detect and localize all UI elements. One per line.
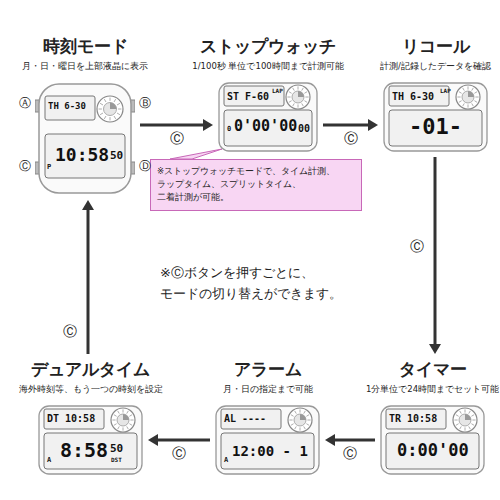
watch-face: LAPST F-60 00'00'0000 (218, 82, 318, 152)
lcd-reading: DT 10:58 (47, 414, 95, 424)
button-label: Ⓒ (19, 160, 31, 172)
lcd-reading: P (47, 164, 51, 171)
lcd-reading: 0 (227, 126, 231, 133)
watch-illustration (35, 82, 135, 195)
mode-title: アラーム (234, 359, 302, 379)
lcd-reading: AL ---- (224, 414, 266, 424)
lcd-reading: TH 6-30 (48, 102, 86, 111)
lcd-reading: TR 10:58 (389, 414, 437, 424)
button-label: Ⓒ (171, 445, 187, 461)
mode-subtitle: 1/100秒 単位で100時間まで計測可能 (192, 61, 343, 71)
lcd-reading: 50 (110, 443, 123, 454)
lcd-reading: ST F-60 (227, 92, 269, 102)
mode-block: 時刻モード月・日・曜日を上部液晶に表示TH 6-30P10:5850 (35, 36, 135, 195)
button-label: Ⓑ (139, 97, 151, 109)
mode-subtitle: 1分単位で24時間までセット可能 (366, 384, 499, 394)
mode-arrow (82, 200, 94, 354)
lcd-reading: 12:00 - 1 (232, 444, 308, 458)
button-label: Ⓒ (409, 238, 425, 254)
lcd-reading: LAP (272, 88, 283, 94)
button-label: Ⓒ (342, 445, 358, 461)
note-callout: ※ストップウォッチモードで、タイム計測、 ラップタイム、スプリットタイム、二着計… (150, 159, 362, 211)
lcd-reading: 0:00'00 (397, 442, 469, 459)
watch-face: TR 10:58 0:00'00 (380, 405, 485, 475)
lcd-reading: 10:58 (55, 146, 109, 164)
mode-title: タイマー (399, 359, 467, 379)
mode-subtitle: 計測/記録したデータを確認 (380, 61, 491, 71)
button-label: Ⓒ (343, 130, 359, 146)
callout-tail (170, 149, 222, 159)
mode-subtitle: 月・日の指定まで可能 (223, 384, 313, 394)
note-text: ※ストップウォッチモードで、タイム計測、 ラップタイム、スプリットタイム、二着計… (157, 165, 355, 205)
lcd-reading: TH 6-30 (392, 92, 434, 102)
lcd-reading: 00 (298, 124, 310, 134)
lcd-reading: 8:58 (60, 440, 108, 460)
mode-subtitle: 月・日・曜日を上部液晶に表示 (22, 61, 148, 71)
button-label: Ⓓ (139, 160, 151, 172)
lcd-reading: LAP (440, 88, 451, 94)
lcd-reading: DST (111, 457, 122, 463)
mode-title: デュアルタイム (31, 359, 150, 379)
watch-face: LAP TH 6-30 -01- (383, 82, 488, 152)
mode-block: リコール計測/記録したデータを確認 LAP TH 6-30 -01- (383, 36, 488, 152)
mode-block: アラーム月・日の指定まで可能 AL ---- A 12:00 - 1 (215, 359, 320, 475)
mode-block: タイマー1分単位で24時間までセット可能TR 10:580:00'00 (380, 359, 485, 475)
mode-subtitle: 海外時刻等、もう一つの時刻を設定 (19, 384, 163, 394)
mode-title: 時刻モード (43, 36, 128, 56)
lcd-reading: 0'00'00 (234, 119, 297, 134)
lcd-reading: 50 (110, 150, 123, 161)
watch-face: TH 6-30P 10:5850 (35, 82, 135, 195)
lcd-reading: -01- (409, 116, 462, 138)
watch-face: AL ---- A 12:00 - 1 (215, 405, 320, 475)
button-label: Ⓒ (62, 323, 78, 339)
mode-arrow (429, 157, 441, 354)
lcd-reading: A (47, 457, 51, 464)
button-label: Ⓒ (169, 130, 185, 146)
mode-title: ストップウォッチ (200, 36, 336, 56)
mode-block: ストップウォッチ1/100秒 単位で100時間まで計測可能LAPST F-600… (218, 36, 318, 152)
watch-face: DT 10:58A 8:5850DST (38, 405, 143, 475)
lcd-reading: A (224, 457, 228, 464)
button-label: Ⓐ (19, 97, 31, 109)
mode-block: デュアルタイム海外時刻等、もう一つの時刻を設定DT 10:58A8:5850DS… (38, 359, 143, 475)
mode-title: リコール (402, 36, 470, 56)
mode-note: ※Ⓒボタンを押すごとに、 モードの切り替えができます。 (160, 263, 360, 305)
